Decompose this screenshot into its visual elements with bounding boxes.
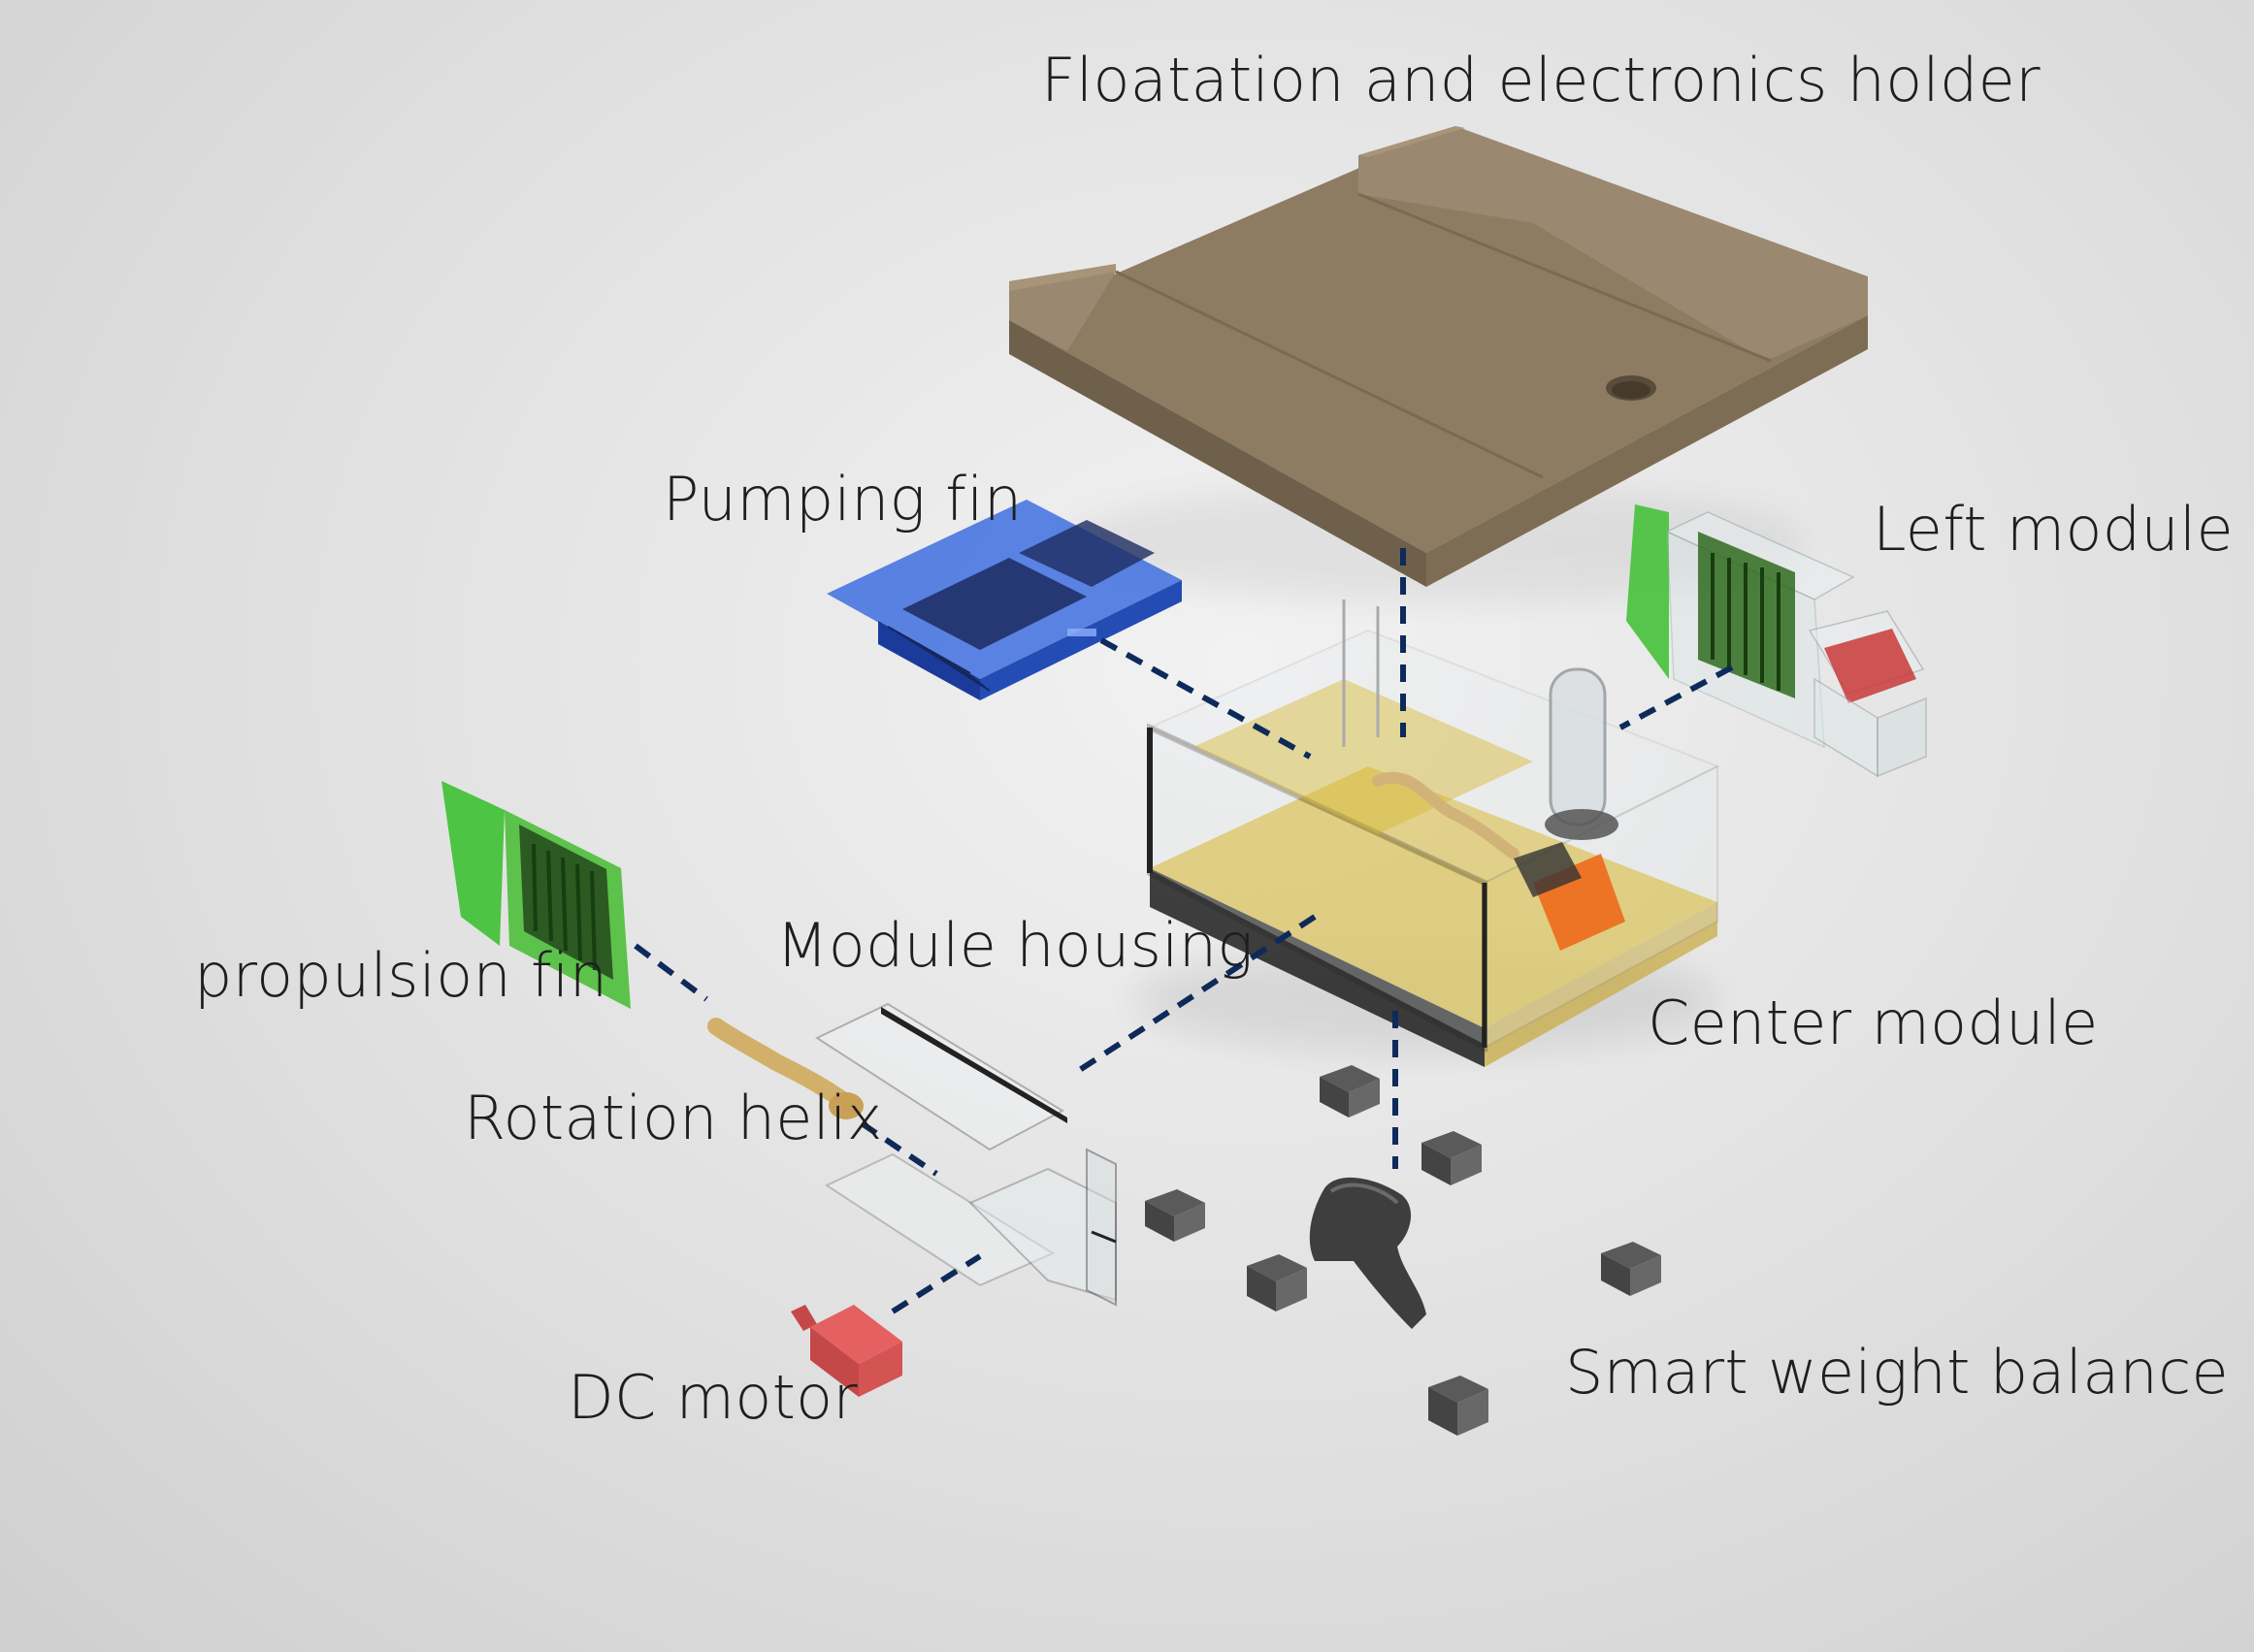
propulsion-fin-part [441,781,631,1009]
leader-line [891,1253,982,1314]
label-smart-weight-balance: Smart weight balance [1565,1337,2229,1408]
weight-block [1601,1242,1661,1296]
rotation-helix-part [707,1018,864,1119]
label-left-module: Left module [1873,494,2235,565]
label-dc-motor: DC motor [568,1362,859,1433]
label-floatation-holder: Floatation and electronics holder [1041,45,2041,115]
label-rotation-helix: Rotation helix [464,1083,883,1153]
leader-lines [634,548,1734,1314]
floatation-holder-board [1009,126,1868,601]
balance-lever [1309,1177,1426,1329]
label-propulsion-fin: propulsion fin [194,940,608,1011]
weight-block [1247,1254,1307,1312]
module-housing-part [814,1002,1117,1307]
center-module-part [1135,599,1720,1067]
label-module-housing: Module housing [776,910,1254,981]
leader-line [634,943,708,1002]
label-center-module: Center module [1648,988,2099,1058]
label-pumping-fin: Pumping fin [663,464,1023,534]
leader-line [1099,637,1312,760]
weight-block [1421,1131,1482,1185]
left-module-part [1626,504,1927,778]
leader-line [1070,914,1317,1078]
smart-weight-balance-parts [1145,1065,1661,1436]
dc-motor-part [791,1305,902,1397]
leader-line [860,1120,938,1177]
weight-block [1145,1189,1205,1242]
pumping-fin-part [827,500,1182,700]
leader-line [1618,664,1734,730]
weight-block [1428,1376,1488,1436]
weight-block [1320,1065,1380,1118]
